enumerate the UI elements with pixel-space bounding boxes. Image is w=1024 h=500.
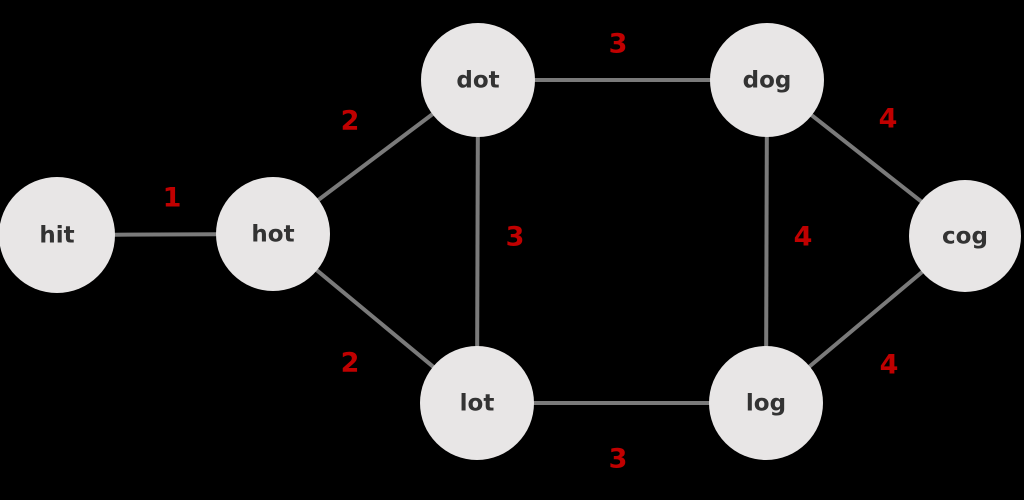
- graph-node-lot[interactable]: lot: [420, 346, 534, 460]
- edge-weight-lot-log: 3: [609, 444, 628, 475]
- edge-weight-log-cog: 4: [880, 350, 899, 381]
- graph-node-hot[interactable]: hot: [216, 177, 330, 291]
- graph-edge-dog-cog: [809, 113, 924, 204]
- edge-weight-hit-hot: 1: [163, 183, 182, 214]
- node-circle-log[interactable]: [709, 346, 823, 460]
- graph-node-dot[interactable]: dot: [421, 23, 535, 137]
- graph-node-hit[interactable]: hit: [0, 177, 115, 293]
- node-circle-cog[interactable]: [909, 180, 1021, 292]
- edge-weight-hot-dot: 2: [341, 106, 360, 137]
- node-circle-hit[interactable]: [0, 177, 115, 293]
- graph-edge-hot-dot: [316, 112, 435, 202]
- graph-edge-hot-lot: [314, 268, 436, 369]
- graph-node-log[interactable]: log: [709, 346, 823, 460]
- edge-weight-hot-lot: 2: [341, 348, 360, 379]
- node-circle-dog[interactable]: [710, 23, 824, 137]
- graph-node-dog[interactable]: dog: [710, 23, 824, 137]
- edge-weight-dot-lot: 3: [506, 222, 525, 253]
- graph-node-cog[interactable]: cog: [909, 180, 1021, 292]
- edge-weight-dog-cog: 4: [879, 104, 898, 135]
- edge-weight-dot-dog: 3: [609, 29, 628, 60]
- node-circle-lot[interactable]: [420, 346, 534, 460]
- graph-edge-dot-lot: [475, 135, 480, 348]
- node-circle-hot[interactable]: [216, 177, 330, 291]
- node-circle-dot[interactable]: [421, 23, 535, 137]
- edge-weight-dog-log: 4: [794, 222, 813, 253]
- graph-edge-dog-log: [764, 135, 769, 348]
- graph-edge-log-cog: [807, 269, 925, 369]
- edges-layer: [113, 78, 925, 405]
